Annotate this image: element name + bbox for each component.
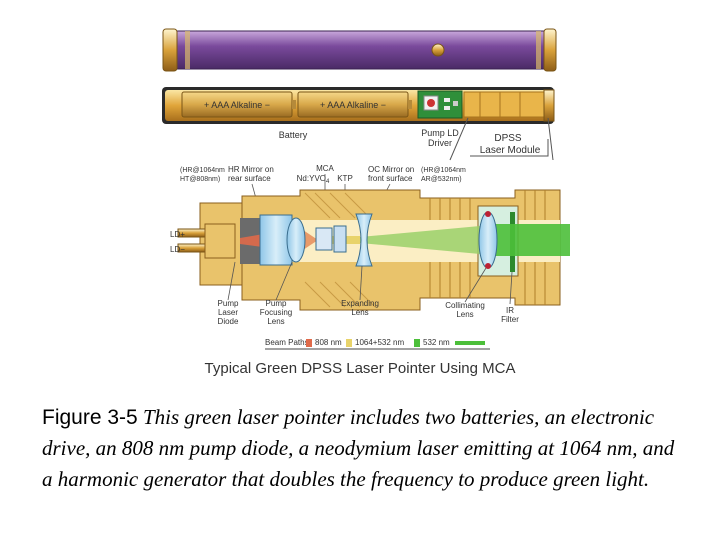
oc-mirror-2: front surface bbox=[368, 174, 413, 183]
pump-focusing-lens-1: Pump bbox=[266, 299, 287, 308]
hr-mirror-2: rear surface bbox=[228, 174, 271, 183]
pointer-button bbox=[431, 43, 445, 57]
pump-focusing-lens-3: Lens bbox=[267, 317, 284, 326]
dpss-laser-diagram: + AAA Alkaline − + AAA Alkaline − Batter… bbox=[162, 28, 570, 377]
ndyvo4-label: Nd:YVO4 bbox=[297, 174, 330, 185]
ir-filter-1: IR bbox=[506, 306, 514, 315]
dpss-module-body bbox=[463, 91, 545, 118]
laser-pointer-cutaway: + AAA Alkaline − + AAA Alkaline − bbox=[162, 87, 555, 124]
ir-filter-2: Filter bbox=[501, 315, 519, 324]
pump-focusing-lens bbox=[286, 217, 306, 263]
expanding-lens-1: Expanding bbox=[341, 299, 379, 308]
laser-pointer-exterior bbox=[162, 28, 557, 72]
pump-ld-driver-label-1: Pump LD bbox=[421, 128, 459, 138]
legend-swatch-1064-532 bbox=[346, 339, 352, 347]
hr-mirror-1: HR Mirror on bbox=[228, 165, 274, 174]
legend-title: Beam Paths: bbox=[265, 338, 311, 347]
legend-label-532: 532 nm bbox=[423, 338, 450, 347]
beam-paths-legend: Beam Paths: 808 nm 1064+532 nm 532 nm bbox=[265, 338, 490, 350]
hr-coating-1: (HR@1064nm bbox=[180, 167, 225, 174]
beam-532-expanding bbox=[360, 226, 480, 254]
pump-laser-diode-1: Pump bbox=[218, 299, 239, 308]
ktp-label: KTP bbox=[337, 174, 353, 183]
legend-label-808: 808 nm bbox=[315, 338, 342, 347]
pump-focusing-lens-2: Focusing bbox=[260, 308, 292, 317]
dpss-label-1: DPSS bbox=[494, 133, 522, 144]
figure-caption: Figure 3-5 This green laser pointer incl… bbox=[42, 402, 682, 495]
ld-minus-label: LD− bbox=[170, 245, 185, 254]
battery-1-label: + AAA Alkaline − bbox=[204, 100, 270, 110]
ld-pins bbox=[177, 223, 236, 259]
collimating-lens-2: Lens bbox=[456, 310, 473, 319]
battery-2-label: + AAA Alkaline − bbox=[320, 100, 386, 110]
battery-label: Battery bbox=[279, 130, 308, 140]
oc-mirror-1: OC Mirror on bbox=[368, 165, 414, 174]
expanding-lens bbox=[355, 213, 373, 267]
pump-ld-driver-label-2: Driver bbox=[428, 138, 452, 148]
figure-caption-text: This green laser pointer includes two ba… bbox=[42, 405, 675, 491]
expanding-lens-2: Lens bbox=[351, 308, 368, 317]
oc-coating-1: (HR@1064nm bbox=[421, 167, 466, 174]
hr-coating-2: HT@808nm) bbox=[180, 176, 220, 183]
ktp-crystal bbox=[333, 225, 347, 253]
pump-laser-diode-2: Laser bbox=[218, 308, 238, 317]
legend-swatch-808 bbox=[306, 339, 312, 347]
oc-coating-2: AR@532nm) bbox=[421, 176, 462, 183]
legend-swatch-532 bbox=[414, 339, 420, 347]
collimating-lens bbox=[478, 211, 498, 269]
collimating-lens-1: Collimating bbox=[445, 301, 485, 310]
mca-label: MCA bbox=[316, 164, 334, 173]
ld-plus-label: LD+ bbox=[170, 230, 185, 239]
figure-caption-prefix: Figure 3-5 bbox=[42, 406, 138, 429]
diagram-title: Typical Green DPSS Laser Pointer Using M… bbox=[205, 360, 516, 377]
ndyvo4-crystal bbox=[315, 227, 333, 251]
pump-laser-diode-3: Diode bbox=[218, 317, 239, 326]
legend-label-1064-532: 1064+532 nm bbox=[355, 338, 404, 347]
dpss-label-2: Laser Module bbox=[480, 145, 541, 156]
